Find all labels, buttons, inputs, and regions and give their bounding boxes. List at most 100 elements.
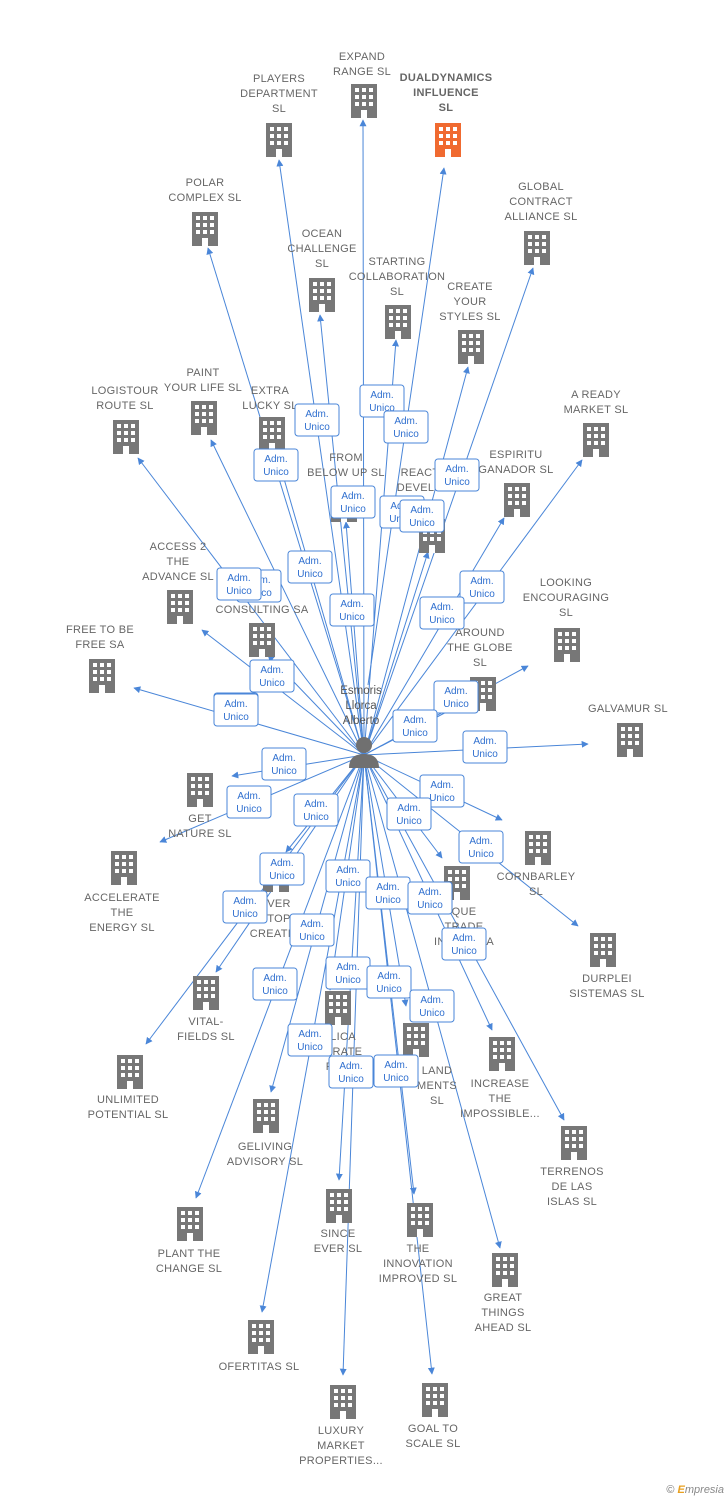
company-label-line: VER <box>267 898 291 910</box>
center-person[interactable]: Esmoris Llorca Alberto <box>340 685 382 768</box>
role-badge-goal-to-scale[interactable]: Adm.Unico <box>373 1054 419 1088</box>
role-badge-react-develo[interactable]: Adm.Unico <box>399 499 445 533</box>
company-label-line: CORNBARLEY <box>497 871 576 883</box>
role-badge-publica-corporate[interactable]: Adm.Unico <box>222 890 268 924</box>
building-icon <box>326 1189 352 1223</box>
role-badge-looking-encouraging[interactable]: Adm.Unico <box>433 680 479 714</box>
company-luxury-market-properties[interactable]: LUXURYMARKETPROPERTIES... <box>299 1385 383 1467</box>
role-badge-great-things-ahead[interactable]: Adm.Unico <box>287 1023 333 1057</box>
role-badge-unique-trade-investments[interactable]: Adm.Unico <box>386 797 432 831</box>
role-badge-get-nature[interactable]: Adm.Unico <box>261 747 307 781</box>
company-label-line: YOUR LIFE SL <box>164 382 242 394</box>
company-vital-fields[interactable]: VITAL-FIELDS SL <box>177 976 235 1043</box>
role-badge-galvamur[interactable]: Adm.Unico <box>462 730 508 764</box>
role-badge-plant-the-change[interactable]: Adm.Unico <box>252 967 298 1001</box>
role-badge-luxury-market-properties[interactable]: Adm.Unico <box>328 1055 374 1089</box>
role-badge-accelerate-the-energy[interactable]: Adm.Unico <box>226 785 272 819</box>
building-icon <box>583 423 609 457</box>
role-badge-free-to-be-free[interactable]: Adm.Unico <box>213 693 259 727</box>
role-badge-nox-consulting[interactable]: Adm.Unico <box>249 659 295 693</box>
company-label-line: LUCKY SL <box>242 400 297 412</box>
role-badge-around-the-globe[interactable]: Adm.Unico <box>392 709 438 743</box>
building-icon <box>113 420 139 454</box>
edge-espiritu-ganador <box>363 517 505 756</box>
role-badge-expand-range[interactable]: Adm.Unico <box>359 384 405 418</box>
role-badge-box <box>458 830 504 864</box>
role-badge-increase-the-impossible[interactable]: Adm.Unico <box>365 876 411 910</box>
role-badge-ofertitas[interactable]: Adm.Unico <box>409 989 455 1023</box>
company-galvamur[interactable]: GALVAMUR SL <box>588 703 668 757</box>
role-badge-durplei-sistemas[interactable]: Adm.Unico <box>458 830 504 864</box>
brand-initial: E <box>677 1484 685 1496</box>
building-icon <box>259 417 285 451</box>
role-badge-text: Adm. <box>444 686 467 697</box>
role-badge-land-investments[interactable]: Adm.Unico <box>325 859 371 893</box>
role-badge-geliving-advisory[interactable]: Adm.Unico <box>407 881 453 915</box>
role-badge-paint-your-life[interactable]: Adm.Unico <box>253 448 299 482</box>
company-label-line: GLOBAL <box>518 181 564 193</box>
role-badge-extra-lucky[interactable]: Adm.Unico <box>287 550 333 584</box>
company-label-line: COLLABORATION <box>349 271 446 283</box>
company-ofertitas[interactable]: OFERTITAS SL <box>219 1320 300 1373</box>
company-increase-the-impossible[interactable]: INCREASETHEIMPOSSIBLE... <box>460 1037 540 1120</box>
role-badge-from-below-up[interactable]: Adm.Unico <box>329 593 375 627</box>
role-badge-terrenos-de-las-islas[interactable]: Adm.Unico <box>441 927 487 961</box>
company-label-line: POTENTIAL SL <box>88 1109 169 1121</box>
role-badge-ocean-challenge[interactable]: Adm.Unico <box>330 485 376 519</box>
role-badge-since-ever[interactable]: Adm.Unico <box>325 956 371 990</box>
role-badge-never-stop-creating[interactable]: Adm.Unico <box>293 793 339 827</box>
company-label-line: SINCE <box>320 1228 355 1240</box>
role-badge-text: Unico <box>335 975 361 986</box>
role-badge-vital-fields[interactable]: Adm.Unico <box>259 852 305 886</box>
company-label-line: ADVISORY SL <box>227 1156 303 1168</box>
role-badge-logistour-route[interactable]: Adm.Unico <box>216 567 262 601</box>
company-label-line: CHALLENGE <box>287 243 356 255</box>
role-badge-the-innovation-improved[interactable]: Adm.Unico <box>366 965 412 999</box>
role-badge-espiritu-ganador[interactable]: Adm.Unico <box>419 596 465 630</box>
company-label-line: A READY <box>571 389 621 401</box>
company-label-line: THE <box>167 556 190 568</box>
role-badge-players-department[interactable]: Adm.Unico <box>294 403 340 437</box>
edge-a-ready-market <box>363 459 583 756</box>
role-badge-unlimited-potential[interactable]: Adm.Unico <box>289 913 335 947</box>
role-badge-starting-collaboration[interactable]: Adm.Unico <box>383 410 429 444</box>
role-badge-text: Unico <box>269 871 295 882</box>
brand-name: mpresia <box>684 1484 724 1496</box>
role-badge-global-contract[interactable]: Adm.Unico <box>434 458 480 492</box>
role-badge-a-ready-market[interactable]: Adm.Unico <box>459 570 505 604</box>
company-label-line: SL <box>390 286 404 298</box>
edge-logistour-route <box>137 457 365 756</box>
company-label-line: TOP <box>267 913 290 925</box>
